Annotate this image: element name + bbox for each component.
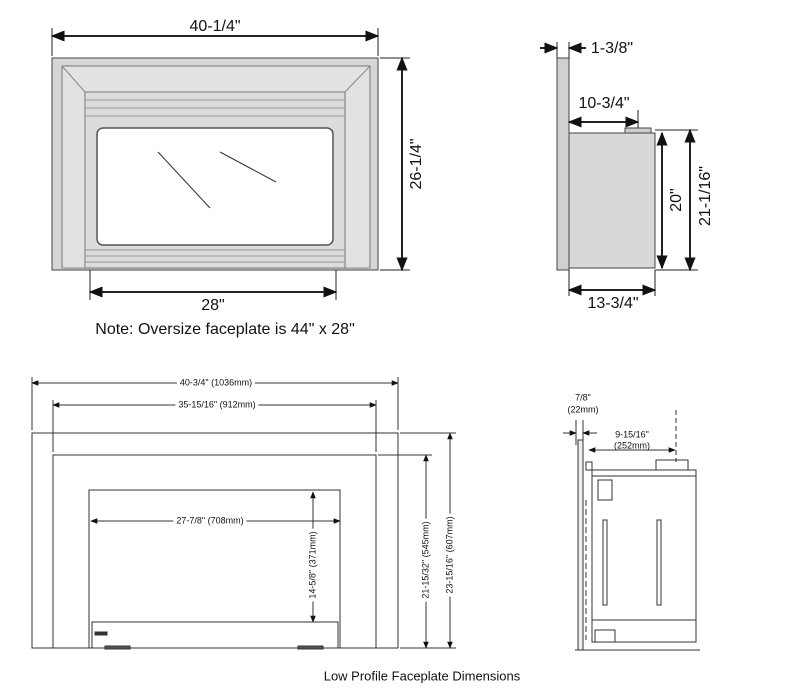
low-profile-side-drawing bbox=[563, 410, 700, 651]
caption: Low Profile Faceplate Dimensions bbox=[320, 669, 524, 683]
lp-outer-width-label: 40-3/4" (1036mm) bbox=[176, 378, 256, 388]
lp-depth-mm-label: (252mm) bbox=[613, 440, 651, 451]
front-view-drawing bbox=[50, 28, 410, 300]
bottom-depth-label: 13-3/4" bbox=[584, 296, 642, 312]
lp-opening-height-label: 14-5/8" (371mm) bbox=[308, 528, 318, 602]
lp-inner-height-label: 21-15/32" (545mm) bbox=[421, 518, 431, 602]
lp-inner-width-label: 35-15/16" (912mm) bbox=[175, 400, 259, 410]
top-depth-label: 10-3/4" bbox=[575, 96, 633, 112]
low-profile-front-drawing bbox=[31, 377, 456, 650]
faceplate-depth-label: 1-3/8" bbox=[587, 41, 637, 57]
lp-depth-label: 9-15/16" bbox=[612, 430, 652, 440]
lp-thickness-label: 7/8" bbox=[572, 393, 594, 403]
body-height-label: 20" bbox=[668, 185, 685, 215]
oversize-note: Note: Oversize faceplate is 44" x 28" bbox=[92, 322, 358, 338]
front-width-label: 40-1/4" bbox=[186, 19, 244, 35]
front-height-label: 26-1/4" bbox=[408, 135, 425, 193]
front-opening-width-label: 28" bbox=[198, 298, 228, 314]
lp-thickness-mm-label: (22mm) bbox=[564, 405, 602, 415]
side-view-drawing bbox=[540, 42, 698, 296]
lp-opening-width-label: 27-7/8" (708mm) bbox=[173, 516, 247, 526]
lp-outer-height-label: 23-15/16" (607mm) bbox=[445, 513, 455, 597]
overall-height-label: 21-1/16" bbox=[697, 163, 714, 229]
